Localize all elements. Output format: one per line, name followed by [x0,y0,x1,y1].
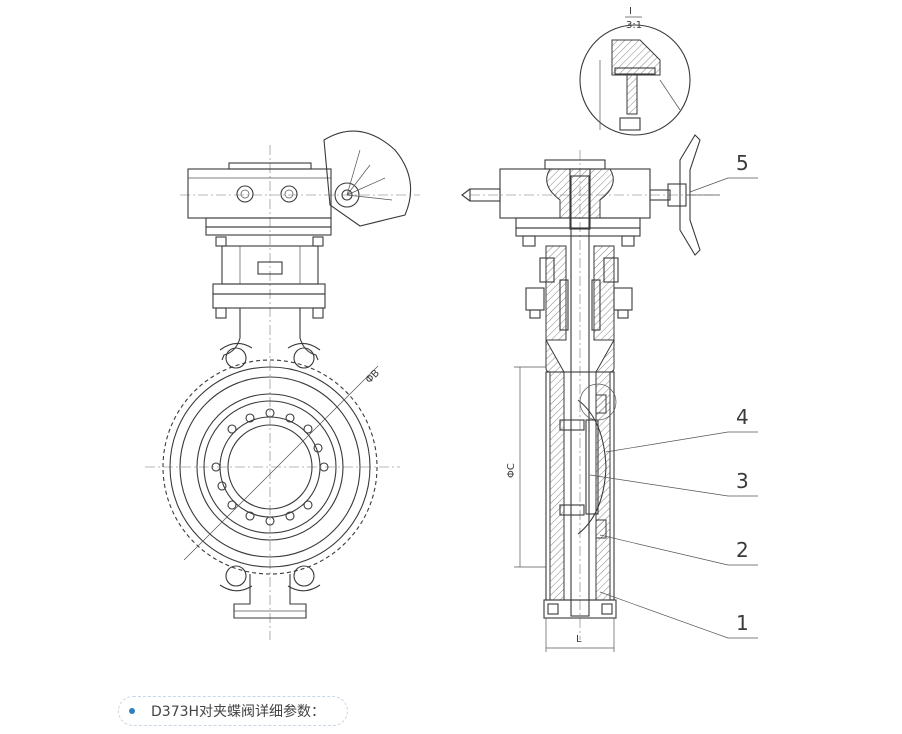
callout-4: 4 [736,405,749,429]
section-view: ΦC L I 3:1 [461,6,720,652]
front-view: ΦB [145,130,420,640]
detail-label-den: 3:1 [626,20,642,31]
caption-text: D373H对夹蝶阀详细参数： [151,704,326,720]
valve-technical-drawing: ΦB [145,6,758,652]
callout-1: 1 [736,611,749,635]
dim-l-label: L [576,634,582,645]
caption-pill: D373H对夹蝶阀详细参数： [118,696,348,726]
callout-3: 3 [736,469,749,493]
bolt-holes [211,408,329,526]
dim-b-label: ΦB [364,368,382,386]
callout-5: 5 [736,151,749,175]
callouts: 5 4 3 2 1 [589,151,758,639]
detail-label-num: I [629,6,632,17]
dim-c-label: ΦC [506,463,517,478]
bullet-icon [129,708,135,714]
callout-2: 2 [736,538,749,562]
